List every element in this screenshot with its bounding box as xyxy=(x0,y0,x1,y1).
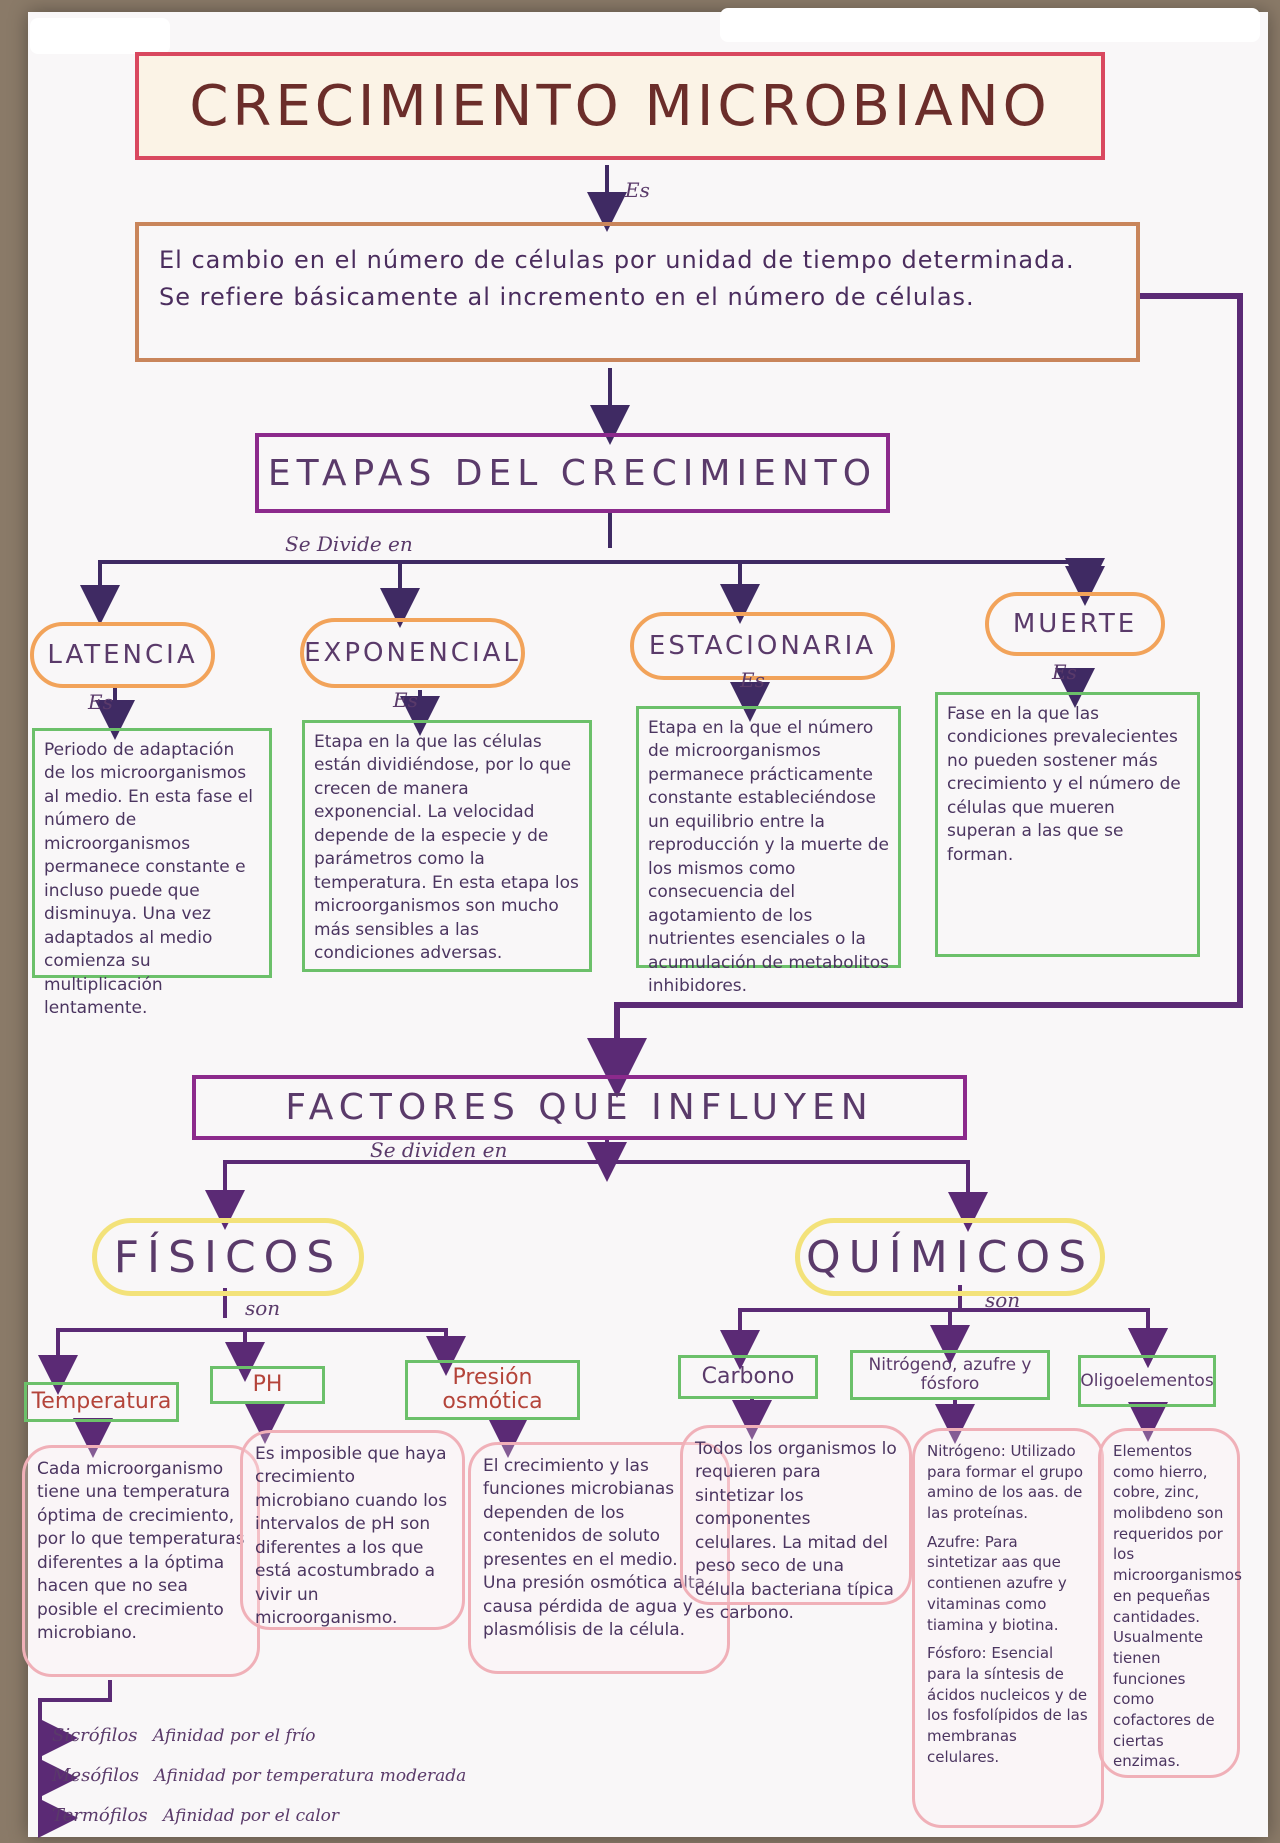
quimicos-connector: son xyxy=(985,1288,1021,1312)
etapas-title: ETAPAS DEL CRECIMIENTO xyxy=(255,433,890,513)
nitrogeno-text: Nitrógeno: Utilizado para formar el grup… xyxy=(927,1442,1083,1523)
definition-box: El cambio en el número de células por un… xyxy=(135,222,1140,362)
estacionaria-description: Etapa en la que el número de microorgani… xyxy=(636,706,901,996)
muerte-es: Es xyxy=(1052,660,1077,684)
etapas-branch xyxy=(98,558,1105,598)
fisico-ph: PH xyxy=(210,1366,325,1404)
fosforo-text: Fósforo: Esencial para la síntesis de ác… xyxy=(927,1644,1088,1766)
quimicos-oval: QUÍMICOS xyxy=(795,1218,1105,1296)
exponencial-es: Es xyxy=(393,688,418,712)
blurred-corner-right xyxy=(720,8,1260,42)
latencia-es: Es xyxy=(88,690,113,714)
mesofilos-name: Mesófilos xyxy=(52,1765,139,1786)
definition-line-2: Se refiere básicamente al incremento en … xyxy=(159,283,975,312)
paper-sheet xyxy=(28,12,1268,1837)
stage-muerte: MUERTE xyxy=(985,592,1165,656)
etapas-connector: Se Divide en xyxy=(285,532,413,556)
temp-type-mesofilos: Mesófilos Afinidad por temperatura moder… xyxy=(52,1765,466,1786)
nitrogeno-description: Nitrógeno: Utilizado para formar el grup… xyxy=(912,1428,1104,1828)
latencia-description: Periodo de adaptación de los microorgani… xyxy=(32,728,272,1018)
temp-type-sicrofilos: Sicrófilos Afinidad por el frío xyxy=(52,1725,316,1746)
quimico-nitrogeno-azufre-fosforo: Nitrógeno, azufre y fósforo xyxy=(850,1350,1050,1400)
sicrofilos-desc: Afinidad por el frío xyxy=(152,1726,316,1746)
exponencial-description: Etapa en la que las células están dividi… xyxy=(302,720,592,972)
stage-estacionaria: ESTACIONARIA xyxy=(630,612,895,680)
termofilos-name: Termófilos xyxy=(52,1805,148,1826)
definition-line-1: El cambio en el número de células por un… xyxy=(159,246,1075,274)
factores-title: FACTORES QUE INFLUYEN xyxy=(192,1075,967,1140)
temperatura-description: Cada microorganismo tiene una temperatur… xyxy=(22,1445,260,1677)
factores-connector: Se dividen en xyxy=(370,1138,508,1162)
sicrofilos-name: Sicrófilos xyxy=(52,1725,138,1746)
quimico-oligoelementos: Oligoelementos xyxy=(1078,1355,1216,1407)
presion-description: El crecimiento y las funciones microbian… xyxy=(468,1442,730,1674)
loop-connector xyxy=(587,293,1243,1098)
fisico-presion-osmotica: Presión osmótica xyxy=(405,1360,580,1420)
fisicos-connector: son xyxy=(245,1296,281,1320)
estacionaria-es: Es xyxy=(740,668,765,692)
connector-label-es: Es xyxy=(625,178,650,202)
carbono-description: Todos los organismos lo requieren para s… xyxy=(680,1425,912,1623)
main-title: CRECIMIENTO MICROBIANO xyxy=(135,52,1105,160)
quimico-carbono: Carbono xyxy=(678,1355,818,1399)
fisicos-oval: FÍSICOS xyxy=(92,1218,364,1296)
ph-description: Es imposible que haya crecimiento microb… xyxy=(240,1430,465,1630)
temp-type-termofilos: Termófilos Afinidad por el calor xyxy=(52,1805,339,1826)
muerte-description: Fase en la que las condiciones prevaleci… xyxy=(935,692,1200,957)
mesofilos-desc: Afinidad por temperatura moderada xyxy=(154,1766,467,1786)
termofilos-desc: Afinidad por el calor xyxy=(163,1806,340,1826)
stage-exponencial: EXPONENCIAL xyxy=(300,618,525,688)
blurred-corner-left xyxy=(30,18,170,54)
azufre-text: Azufre: Para sintetizar aas que contiene… xyxy=(927,1532,1067,1634)
oligoelementos-description: Elementos como hierro, cobre, zinc, moli… xyxy=(1098,1428,1242,1778)
stage-latencia: LATENCIA xyxy=(30,622,215,688)
fisico-temperatura: Temperatura xyxy=(24,1382,179,1422)
